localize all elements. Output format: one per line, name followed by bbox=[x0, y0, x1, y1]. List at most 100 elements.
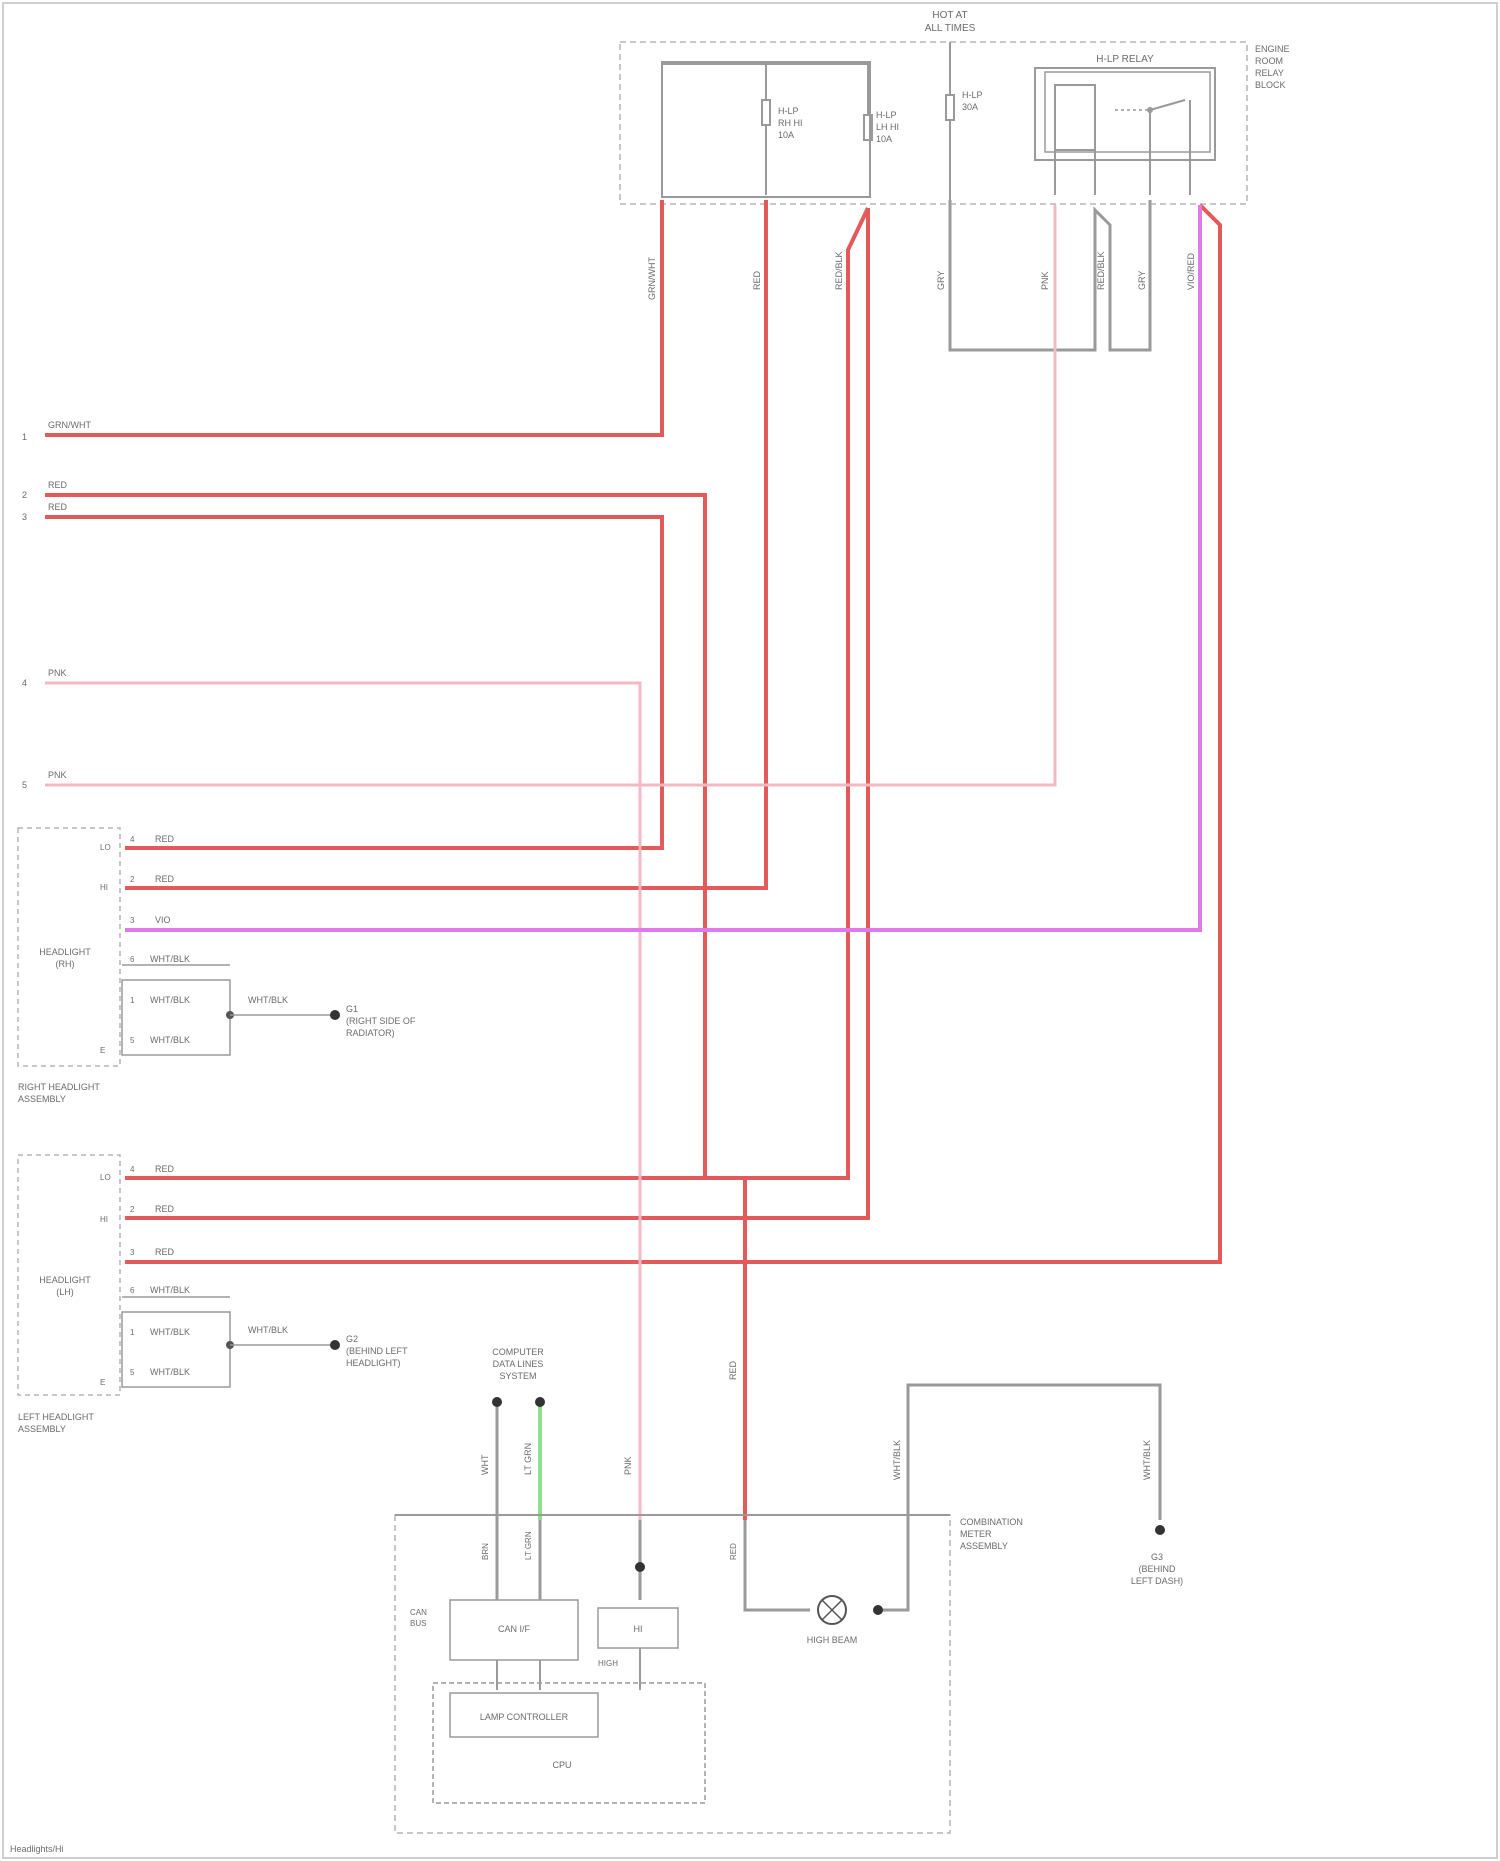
meter-label-2: METER bbox=[960, 1529, 992, 1539]
rh-wire-2: RED bbox=[155, 874, 175, 884]
lh-pin-label-hi: HI bbox=[100, 1215, 108, 1224]
lh-pin-6: 6 bbox=[130, 1286, 135, 1295]
lh-ground-3: HEADLIGHT) bbox=[346, 1358, 401, 1368]
fuse-2-line-3: 10A bbox=[876, 134, 892, 144]
bottom-wire-2: LT GRN bbox=[523, 1443, 533, 1475]
sub-wire-1: BRN bbox=[481, 1543, 490, 1560]
ecu-label: CPU bbox=[552, 1760, 571, 1770]
comm-label-2: DATA LINES bbox=[493, 1359, 544, 1369]
fuse-3-line-2: 30A bbox=[962, 102, 978, 112]
terminal-pin-2: 2 bbox=[22, 490, 27, 500]
rh-wire-5: WHT/BLK bbox=[150, 1035, 190, 1045]
rh-assembly-2: ASSEMBLY bbox=[18, 1094, 66, 1104]
lh-assembly-2: ASSEMBLY bbox=[18, 1424, 66, 1434]
right-headlight-assembly: HEADLIGHT (RH) LO HI E 4 RED 2 RED 3 VIO… bbox=[18, 828, 416, 1104]
terminal-pin-4: 4 bbox=[22, 678, 27, 688]
lh-pin-label-lo: LO bbox=[100, 1173, 111, 1182]
hi-box: HI bbox=[634, 1624, 643, 1634]
bottom-wire-3: PNK bbox=[623, 1456, 633, 1475]
relay-label: H-LP RELAY bbox=[1096, 54, 1154, 65]
wire-label-7: GRY bbox=[1137, 271, 1147, 290]
top-wire-labels: GRN/WHT RED RED/BLK GRY PNK RED/BLK GRY … bbox=[647, 251, 1196, 300]
lh-wire-2: RED bbox=[155, 1204, 175, 1214]
lh-pin-1b: 1 bbox=[130, 1328, 135, 1337]
lh-pin-2: 2 bbox=[130, 1205, 135, 1214]
lh-pin-label-e: E bbox=[100, 1378, 105, 1387]
cpu-label: LAMP CONTROLLER bbox=[480, 1712, 569, 1722]
fuse-1: H-LP RH HI 10A bbox=[762, 64, 803, 195]
wire-label-6: RED/BLK bbox=[1096, 251, 1106, 290]
meter-ground-2: (BEHIND bbox=[1138, 1564, 1176, 1574]
left-terminals: 1 GRN/WHT 2 RED 3 RED 4 PNK 5 PNK bbox=[22, 420, 91, 790]
rh-pin-6: 6 bbox=[130, 955, 135, 964]
headlight-relay: H-LP RELAY bbox=[1035, 54, 1215, 195]
meter-label-3: ASSEMBLY bbox=[960, 1541, 1008, 1551]
side-label-2: BUS bbox=[410, 1619, 426, 1628]
relay-block-title-3: RELAY bbox=[1255, 68, 1284, 78]
lh-ground-icon bbox=[330, 1340, 340, 1350]
terminal-wire-5: PNK bbox=[48, 770, 67, 780]
rh-pin-3: 3 bbox=[130, 916, 135, 925]
comm-label-3: SYSTEM bbox=[499, 1371, 536, 1381]
rh-pin-1: 4 bbox=[130, 835, 135, 844]
rh-title-2: (RH) bbox=[56, 959, 75, 969]
relay-block-title-2: ROOM bbox=[1255, 56, 1283, 66]
lh-pin-5: 5 bbox=[130, 1368, 135, 1377]
lh-wire-1: RED bbox=[155, 1164, 175, 1174]
terminal-pin-5: 5 bbox=[22, 780, 27, 790]
rh-wire-1: RED bbox=[155, 834, 175, 844]
rh-pin-label-e: E bbox=[100, 1046, 105, 1055]
lh-wire-6: WHT/BLK bbox=[150, 1285, 190, 1295]
lh-ground-1: G2 bbox=[346, 1334, 358, 1344]
side-label-1: CAN bbox=[410, 1608, 427, 1617]
rh-pin-label-lo: LO bbox=[100, 843, 111, 852]
fuse-1-line-3: 10A bbox=[778, 130, 794, 140]
bottom-wire-4: RED bbox=[728, 1360, 738, 1380]
lh-wire-3: RED bbox=[155, 1247, 175, 1257]
wire-label-3: RED/BLK bbox=[834, 251, 844, 290]
rh-ground-3: RADIATOR) bbox=[346, 1028, 395, 1038]
wire-label-1: GRN/WHT bbox=[647, 257, 657, 300]
bottom-wire-1: WHT bbox=[480, 1454, 490, 1475]
rh-wire-1b: WHT/BLK bbox=[150, 995, 190, 1005]
relay-block: HOT AT ALL TIMES H-LP RH HI 10A H-LP LH … bbox=[620, 10, 1290, 350]
meter-ground-1: G3 bbox=[1151, 1552, 1163, 1562]
terminal-wire-3: RED bbox=[48, 502, 68, 512]
fuse-1-line-1: H-LP bbox=[778, 106, 799, 116]
rh-pin-2: 2 bbox=[130, 875, 135, 884]
relay-block-title-1: ENGINE bbox=[1255, 44, 1290, 54]
meter-ground-wire: WHT/BLK bbox=[1142, 1440, 1152, 1480]
rh-ground-2: (RIGHT SIDE OF bbox=[346, 1016, 416, 1026]
indicator-label: HIGH BEAM bbox=[807, 1635, 858, 1645]
terminal-wire-4: PNK bbox=[48, 668, 67, 678]
fuse-1-line-2: RH HI bbox=[778, 118, 803, 128]
terminal-pin-3: 3 bbox=[22, 512, 27, 522]
terminal-wire-1: GRN/WHT bbox=[48, 420, 91, 430]
wire-label-8: VIO/RED bbox=[1186, 252, 1196, 290]
left-headlight-assembly: HEADLIGHT (LH) LO HI E 4 RED 2 RED 3 RED… bbox=[18, 1155, 408, 1434]
high-label: HIGH bbox=[598, 1659, 618, 1668]
rh-title-1: HEADLIGHT bbox=[39, 947, 91, 957]
rh-pin-label-hi: HI bbox=[100, 883, 108, 892]
lh-wire-5: WHT/BLK bbox=[150, 1367, 190, 1377]
rh-wire-3: VIO bbox=[155, 915, 171, 925]
comm-label-1: COMPUTER bbox=[492, 1347, 544, 1357]
rh-ground-wire: WHT/BLK bbox=[248, 995, 288, 1005]
lh-pin-3: 3 bbox=[130, 1248, 135, 1257]
sub-wire-2: LT GRN bbox=[524, 1531, 533, 1560]
footer-label: Headlights/Hi bbox=[10, 1844, 64, 1854]
lh-pin-1: 4 bbox=[130, 1165, 135, 1174]
sub-wire-3: RED bbox=[729, 1543, 738, 1560]
lh-title-2: (LH) bbox=[56, 1287, 74, 1297]
lh-wire-1b: WHT/BLK bbox=[150, 1327, 190, 1337]
wires bbox=[45, 200, 1220, 1610]
fuse-3-line-1: H-LP bbox=[962, 90, 983, 100]
rh-pin-5: 5 bbox=[130, 1036, 135, 1045]
rh-pin-1b: 1 bbox=[130, 996, 135, 1005]
meter-ground-icon bbox=[1155, 1525, 1165, 1535]
meter-label-1: COMBINATION bbox=[960, 1517, 1023, 1527]
rh-assembly-1: RIGHT HEADLIGHT bbox=[18, 1082, 100, 1092]
wire-label-2: RED bbox=[752, 270, 762, 290]
can-box: CAN I/F bbox=[498, 1624, 531, 1634]
